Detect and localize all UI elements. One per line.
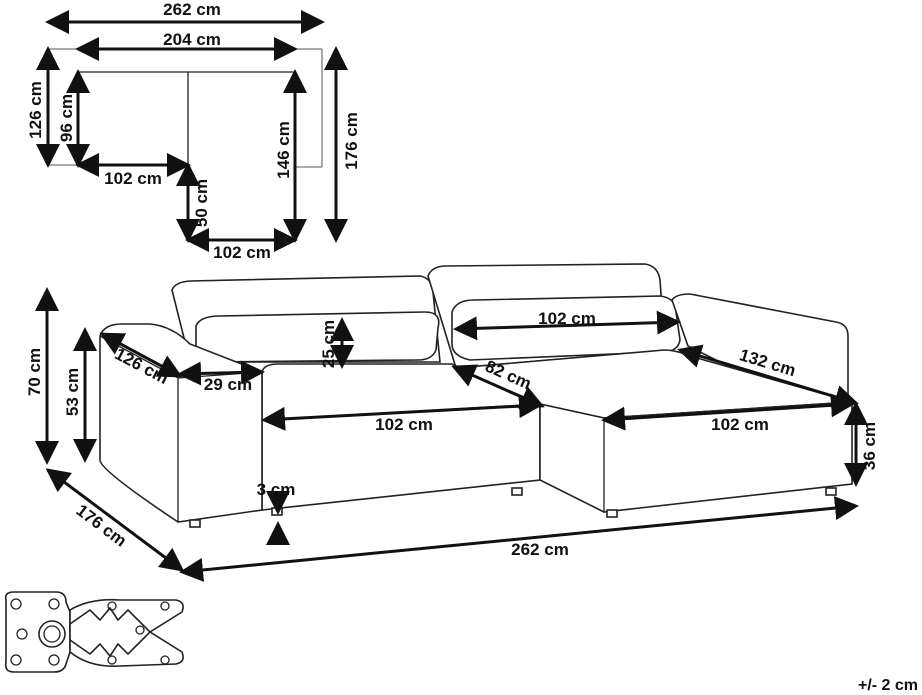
label-arm-width: 29 cm bbox=[204, 375, 252, 394]
sofa-drawing bbox=[99, 263, 853, 528]
label-top-inner-width: 204 cm bbox=[163, 30, 221, 49]
label-back-width: 102 cm bbox=[538, 309, 596, 328]
dim-line-seat-width-left bbox=[261, 394, 543, 431]
label-top-left-inner-height: 96 cm bbox=[57, 94, 76, 142]
label-top-bottom-left-width: 102 cm bbox=[104, 169, 162, 188]
label-tolerance: +/- 2 cm bbox=[858, 677, 918, 694]
dim-line-arm-depth bbox=[99, 332, 183, 378]
dim-line-back-width bbox=[453, 310, 681, 341]
label-total-width: 262 cm bbox=[511, 540, 569, 559]
label-top-step-height: 50 cm bbox=[192, 179, 211, 227]
dim-line-arm-width bbox=[177, 360, 265, 386]
label-seat-width-right: 102 cm bbox=[711, 415, 769, 434]
connector-clip-illustration bbox=[4, 591, 184, 673]
label-top-right-height: 176 cm bbox=[342, 112, 361, 170]
label-leg-height: 3 cm bbox=[257, 480, 296, 499]
dim-line-depth bbox=[45, 468, 185, 572]
label-arm-height: 53 cm bbox=[63, 368, 82, 416]
label-seat-width-left: 102 cm bbox=[375, 415, 433, 434]
dim-line-seat-width-right bbox=[601, 393, 855, 431]
label-back-cushion-height: 25 cm bbox=[319, 320, 338, 368]
label-total-height: 70 cm bbox=[25, 348, 44, 396]
label-top-overall-width: 262 cm bbox=[163, 0, 221, 19]
label-top-left-height: 126 cm bbox=[26, 81, 45, 139]
dim-line-total-width bbox=[179, 496, 859, 582]
label-seat-height: 36 cm bbox=[860, 422, 879, 470]
label-top-bottom-right-width: 102 cm bbox=[213, 243, 271, 262]
label-top-right-inner-height: 146 cm bbox=[274, 121, 293, 179]
